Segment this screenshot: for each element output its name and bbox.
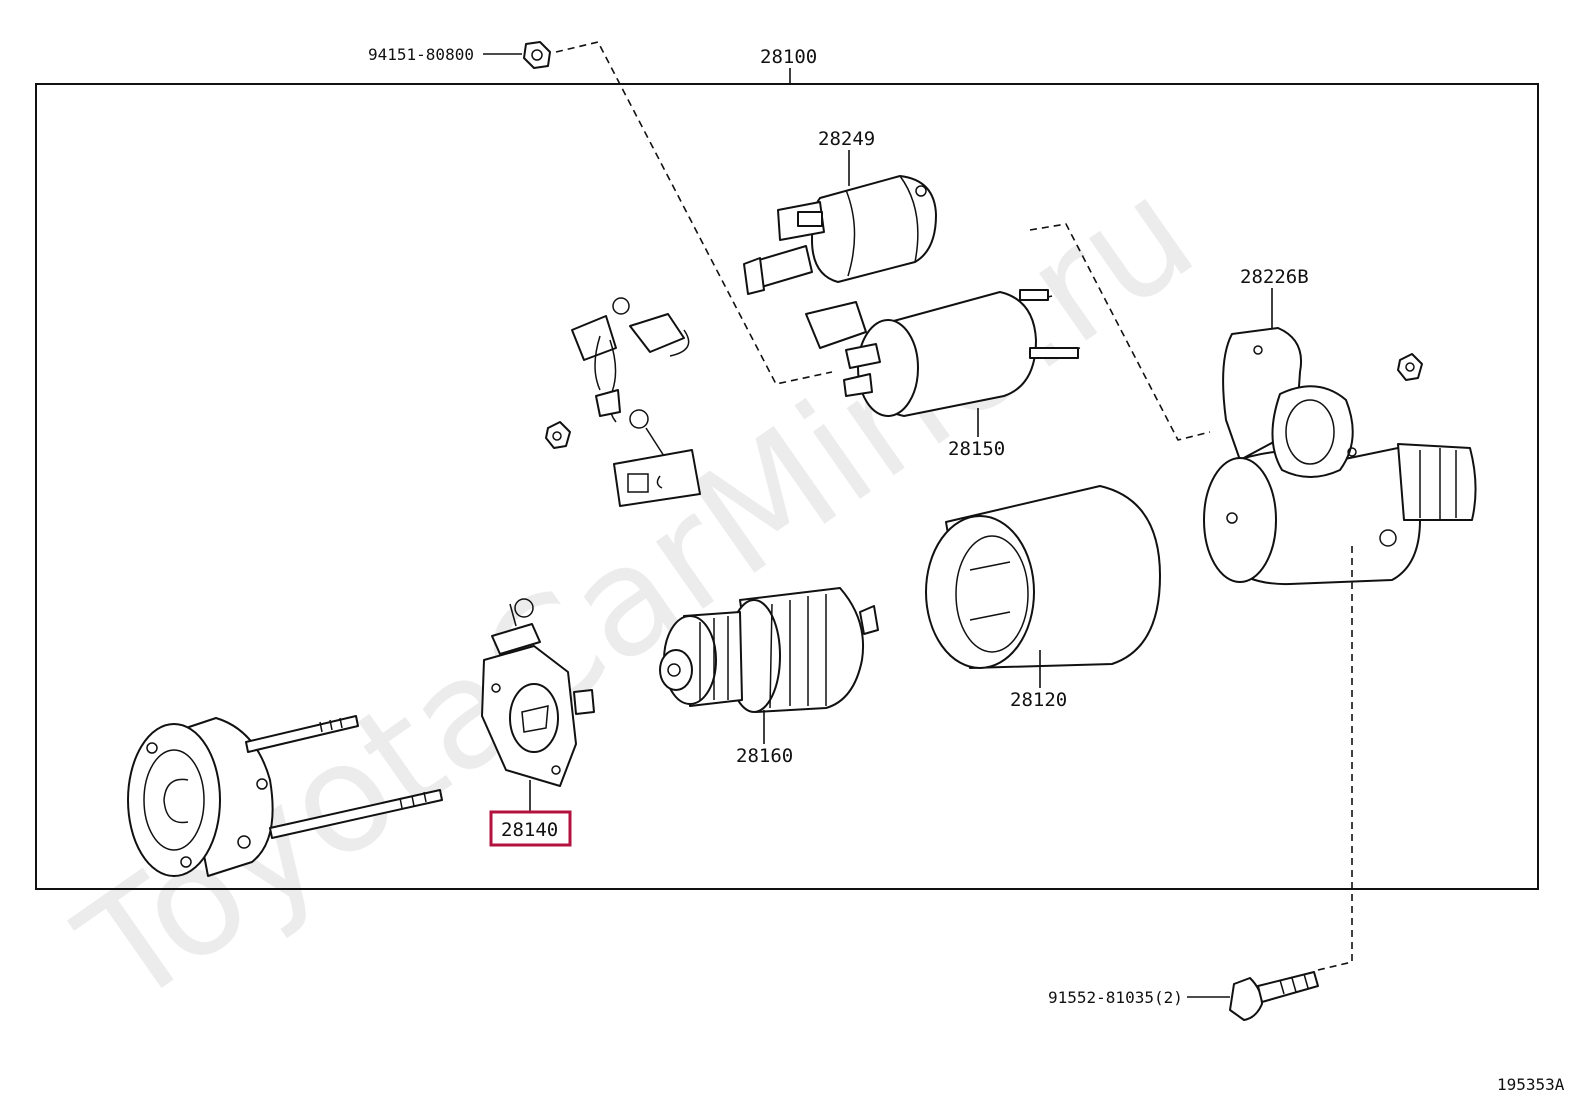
part-28140-highlight-box <box>489 810 572 847</box>
part-28160[interactable]: 28160 <box>659 587 879 767</box>
part-label-28120[interactable]: 28120 <box>1010 689 1067 711</box>
part-label-28226B[interactable]: 28226B <box>1240 266 1309 288</box>
fastener-label-91552-81035[interactable]: 91552-81035(2) <box>1048 988 1183 1007</box>
bolt-icon <box>1229 977 1263 1021</box>
part-label-28249[interactable]: 28249 <box>818 128 875 150</box>
part-28150[interactable]: 28150 <box>805 289 1081 460</box>
figure-code: 195353A <box>1497 1075 1565 1094</box>
fastener-94151-80800[interactable]: 94151-80800 <box>368 41 551 69</box>
nut-icon <box>523 41 551 69</box>
commutator-end-frame <box>127 715 443 877</box>
fastener-label-94151-80800[interactable]: 94151-80800 <box>368 45 474 64</box>
part-label-28100[interactable]: 28100 <box>760 46 817 68</box>
part-28120[interactable]: 28120 <box>925 485 1161 711</box>
part-label-28160[interactable]: 28160 <box>736 745 793 767</box>
part-28140[interactable]: 28140 <box>481 598 595 847</box>
assembly-frame <box>35 83 1539 890</box>
part-28226B[interactable]: 28226B <box>1203 266 1477 586</box>
housing-nut-icon <box>1397 353 1423 381</box>
fastener-91552-81035[interactable]: 91552-81035(2) <box>1048 971 1319 1021</box>
part-28100-callout[interactable]: 28100 <box>760 46 817 84</box>
part-label-28150[interactable]: 28150 <box>948 438 1005 460</box>
part-28249[interactable]: 28249 <box>743 128 937 295</box>
small-nut-icon <box>545 421 571 449</box>
lead-wire-assembly <box>545 297 701 507</box>
part-label-28140[interactable]: 28140 <box>501 819 558 841</box>
